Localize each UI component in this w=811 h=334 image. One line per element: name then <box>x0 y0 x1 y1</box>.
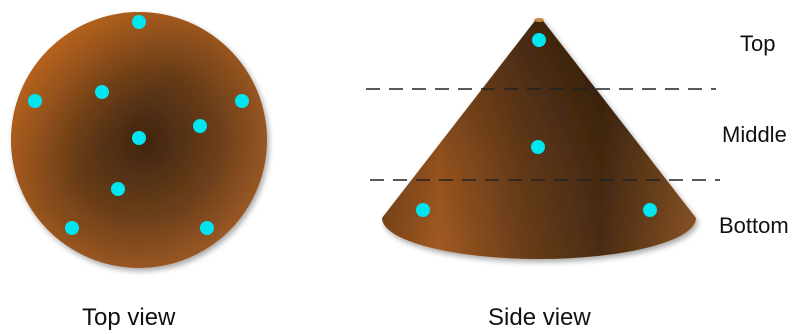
top-view-point <box>132 131 146 145</box>
side-view-point-top <box>532 33 546 47</box>
region-label-bottom: Bottom <box>719 213 789 238</box>
top-view-point <box>132 15 146 29</box>
side-view-points <box>416 33 657 217</box>
side-view-point-bottom-left <box>416 203 430 217</box>
side-view-point-bottom-right <box>643 203 657 217</box>
top-view-point <box>200 221 214 235</box>
top-view-point <box>235 94 249 108</box>
top-view-point <box>111 182 125 196</box>
top-view-point <box>193 119 207 133</box>
top-view-point <box>95 85 109 99</box>
top-view-point <box>28 94 42 108</box>
caption-side-view: Side view <box>488 304 591 331</box>
region-label-middle: Middle <box>722 122 787 147</box>
side-view-cone <box>382 18 696 259</box>
caption-top-view: Top view <box>82 304 176 331</box>
top-view-point <box>65 221 79 235</box>
side-view-point-middle <box>531 140 545 154</box>
top-view-points <box>28 15 249 235</box>
region-label-top: Top <box>740 31 776 56</box>
